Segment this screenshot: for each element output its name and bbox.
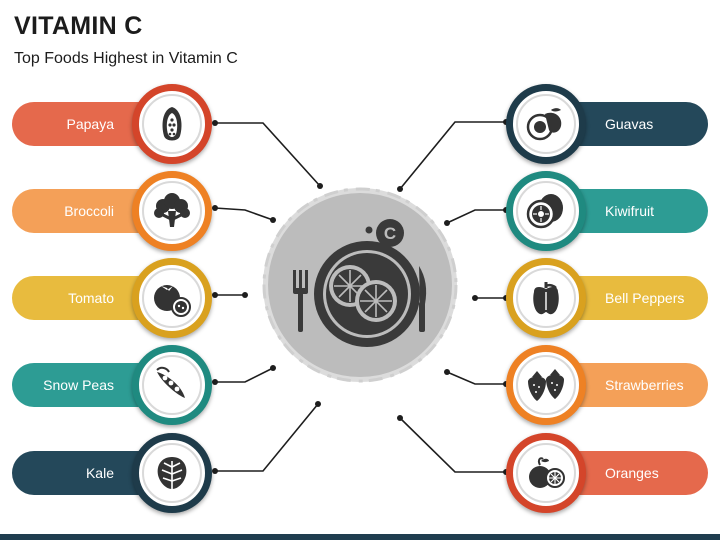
item-label-guavas: Guavas [605,116,654,132]
item-label-papaya: Papaya [66,116,114,132]
ring-papaya [132,84,212,164]
ring-kale [132,433,212,513]
ring-kiwifruit [506,171,586,251]
knife-icon [419,266,427,332]
connector-strawberries [446,371,506,385]
item-label-kale: Kale [85,465,114,481]
vitamin-c-badge [376,219,404,247]
vitamin-c-badge-letter: C [383,224,397,243]
connector-snow-peas [215,367,274,383]
item-label-strawberries: Strawberries [605,377,684,393]
item-label-broccoli: Broccoli [64,203,114,219]
ring-strawberries [506,345,586,425]
center-plate-graphic: C [257,182,463,393]
orange-icon [529,457,565,488]
page-title: VITAMIN C [14,12,143,40]
broccoli-icon [154,193,190,227]
connector-broccoli [214,207,274,221]
plate-icon [314,241,420,347]
ring-guavas [506,84,586,164]
connector-papaya [215,122,321,187]
item-label-tomato: Tomato [68,290,114,306]
item-label-kiwifruit: Kiwifruit [605,203,655,219]
connector-kale [215,403,319,472]
kiwifruit-icon [526,194,563,229]
strawberries-icon [528,369,564,401]
bottom-bar [0,534,720,540]
connector-guavas [399,121,506,190]
fork-icon [293,270,308,332]
ring-oranges [506,433,586,513]
snow-peas-icon [156,366,185,398]
ring-tomato [132,258,212,338]
bell-pepper-icon [533,282,559,315]
tomato-icon [154,285,191,317]
page-subtitle: Top Foods Highest in Vitamin C [14,50,238,67]
connector-kiwifruit [446,209,506,224]
ring-bell-peppers [506,258,586,338]
item-label-snow-peas: Snow Peas [43,377,114,393]
ring-broccoli [132,171,212,251]
item-label-oranges: Oranges [605,465,659,481]
item-label-bell-peppers: Bell Peppers [605,290,685,306]
ring-snow-peas [132,345,212,425]
connector-oranges [399,417,506,473]
papaya-icon [162,107,182,141]
guava-icon [526,108,562,141]
kale-icon [157,457,187,489]
